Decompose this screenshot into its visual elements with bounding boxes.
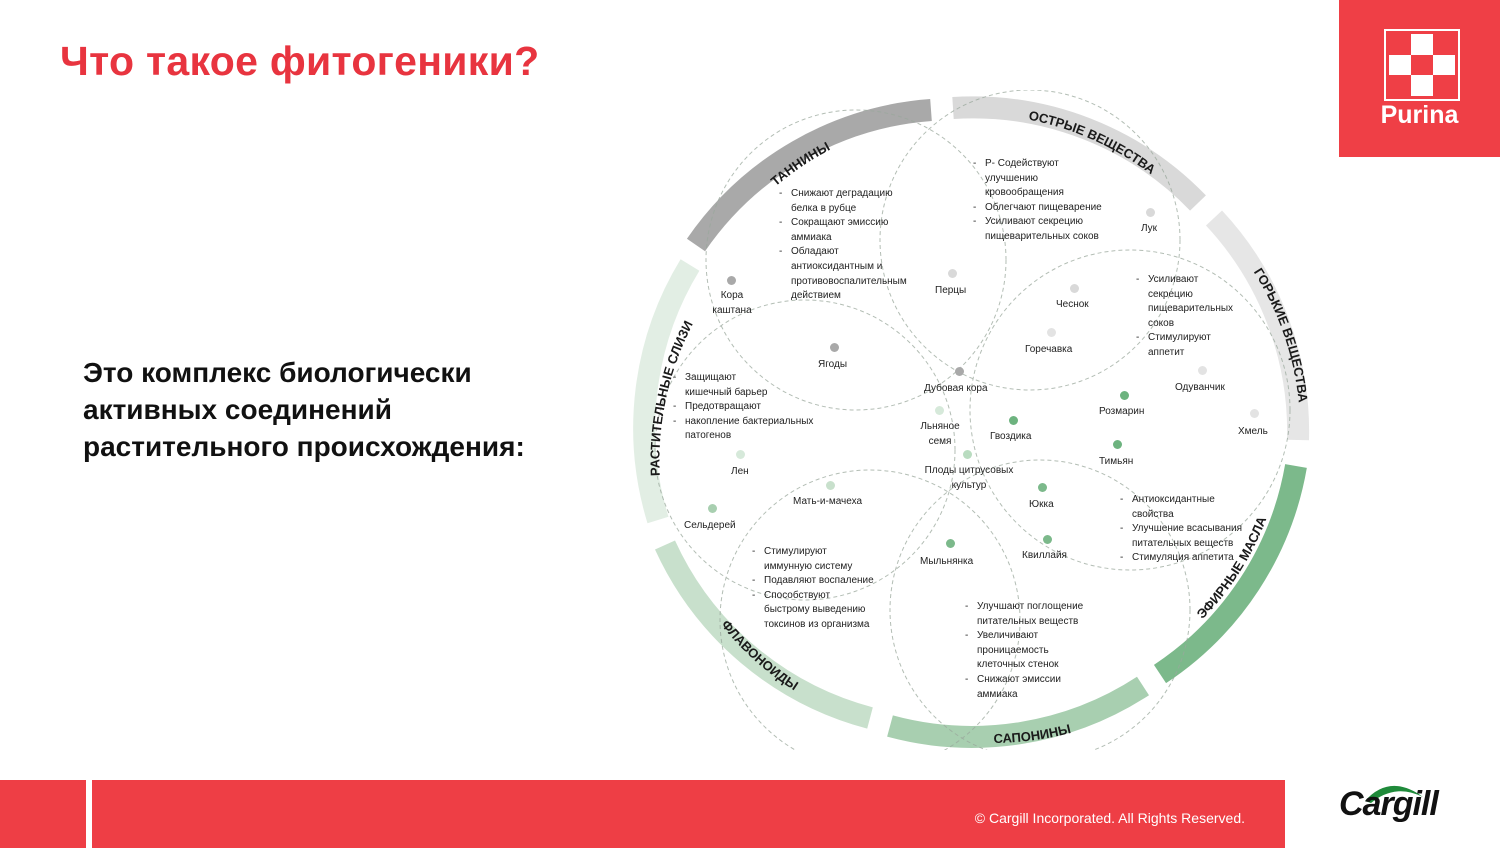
purina-logo: Purina — [1339, 0, 1500, 157]
footer-divider — [86, 780, 92, 848]
plant-label-selderey: Сельдерей — [684, 520, 736, 531]
plant-label-gvozdika: Гвоздика — [990, 431, 1032, 442]
plant-dot — [955, 367, 964, 376]
purina-wordmark: Purina — [1380, 101, 1459, 129]
leaf-arc-icon — [1365, 785, 1423, 803]
plant-dot — [946, 539, 955, 548]
plant-label-len: Лен — [731, 466, 749, 477]
page-title: Что такое фитогеники? — [60, 38, 540, 84]
plant-dot — [935, 406, 944, 415]
plant-dot — [826, 481, 835, 490]
plant-label-yagody: Ягоды — [818, 359, 848, 370]
effects-saponins: Улучшают поглощение питательных веществ … — [965, 600, 1083, 702]
plant-dot — [1198, 366, 1207, 375]
plant-label-pertsy: Перцы — [935, 285, 967, 296]
intro-text: Это комплекс биологически активных соеди… — [83, 354, 603, 465]
plant-dot — [963, 450, 972, 459]
effects-tannins: Снижают деградацию белка в рубце Сокраща… — [779, 187, 907, 304]
plant-dot — [1113, 440, 1122, 449]
cargill-logo: Cargill — [1335, 775, 1455, 835]
plant-label-timyan: Тимьян — [1099, 456, 1134, 467]
segment-label-bitter: ГОРЬКИЕ ВЕЩЕСТВА — [1251, 265, 1311, 404]
footer-bar: © Cargill Incorporated. All Rights Reser… — [0, 780, 1285, 848]
effects-pungent: Р- Содействуют улучшению кровообращения … — [973, 157, 1102, 245]
plant-dot — [1043, 535, 1052, 544]
cargill-wordmark: Cargill — [1339, 785, 1439, 823]
plant-label-mat-i-machekha: Мать-и-мачеха — [793, 496, 863, 507]
plant-label-mylnyanka: Мыльнянка — [920, 556, 974, 567]
plant-dot — [1047, 328, 1056, 337]
checkerboard-icon — [1384, 29, 1460, 101]
effects-bitter: Усиливают секрецию пищеварительных соков… — [1136, 273, 1233, 361]
copyright-text: © Cargill Incorporated. All Rights Reser… — [974, 810, 1245, 826]
effects-flavonoids: Стимулируют иммунную систему Подавляют в… — [752, 545, 874, 633]
plant-label-rozmarin: Розмарин — [1099, 406, 1145, 417]
plant-label-chesnok: Чеснок — [1056, 299, 1089, 310]
plant-dot — [1120, 391, 1129, 400]
plant-dot — [948, 269, 957, 278]
plant-dot — [1146, 208, 1155, 217]
intro-line: растительного происхождения: — [83, 431, 525, 462]
plant-dot — [736, 450, 745, 459]
plant-dot — [1070, 284, 1079, 293]
plant-label-gorechavka: Горечавка — [1025, 344, 1073, 355]
plant-dot — [1009, 416, 1018, 425]
effects-essential-oils: Антиоксидантные свойства Улучшение всасы… — [1120, 493, 1242, 566]
plant-label-oduvanchik: Одуванчик — [1175, 382, 1225, 393]
plant-label-luk: Лук — [1141, 223, 1158, 234]
plant-dot — [1250, 409, 1259, 418]
plant-label-yukka: Юкка — [1029, 499, 1054, 510]
plant-dot — [1038, 483, 1047, 492]
svg-text:ГОРЬКИЕ ВЕЩЕСТВА: ГОРЬКИЕ ВЕЩЕСТВА — [1251, 265, 1311, 404]
phytogenics-wheel: ТАННИНЫ ОСТРЫЕ ВЕЩЕСТВА ГОРЬКИЕ ВЕЩЕСТВА… — [633, 90, 1311, 750]
plant-label-kvillaya: Квиллайя — [1022, 550, 1067, 561]
plant-dot — [708, 504, 717, 513]
effects-mucilage: Защищают кишечный барьер Предотвращают н… — [673, 371, 813, 444]
plant-label-dubovaya-kora: Дубовая кора — [924, 383, 988, 394]
intro-line: Это комплекс биологически — [83, 357, 472, 388]
intro-line: активных соединений — [83, 394, 392, 425]
plant-dot — [727, 276, 736, 285]
plant-label-khmel: Хмель — [1238, 426, 1268, 437]
plant-dot — [830, 343, 839, 352]
